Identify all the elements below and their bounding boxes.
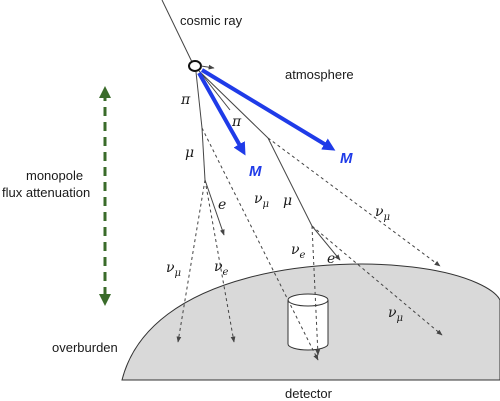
cosmic-ray-label: cosmic ray (180, 13, 243, 28)
monopole-label-2: M (340, 150, 353, 167)
nu-mu-label-2: νμ (375, 204, 390, 223)
overburden-label: overburden (52, 340, 118, 355)
pion-label-1: π (180, 92, 191, 108)
monopole-track-2 (200, 68, 336, 151)
pion-track-2 (198, 70, 269, 139)
interaction-vertex (188, 60, 202, 72)
detector-label: detector (285, 386, 333, 401)
nu-mu-label-1: νμ (254, 191, 269, 210)
nu-mu-label-3: νμ (166, 260, 181, 279)
nu-e-label-1: νe (214, 259, 229, 278)
detector-cylinder (287, 293, 329, 351)
nu-e-label-2: νe (291, 242, 306, 261)
atmosphere-label: atmosphere (285, 67, 354, 82)
muon-track-1 (201, 127, 206, 181)
flux-attenuation-label: flux attenuation (2, 185, 90, 200)
electron-label-2: e (327, 251, 335, 267)
recoil-track (200, 64, 215, 70)
monopole-label-1: M (249, 163, 262, 180)
muon-label-1: μ (185, 145, 194, 161)
electron-track-1 (204, 179, 225, 236)
cosmic-ray-track (161, 0, 193, 63)
electron-track-2 (311, 225, 341, 261)
nu-mu-label-4: νμ (388, 305, 403, 324)
monopole-label: monopole (26, 168, 83, 183)
pion-track-1 (195, 71, 203, 129)
monopole-track-1 (197, 72, 246, 156)
pion-track-3 (199, 71, 231, 111)
nu-mu-track-3 (311, 225, 443, 336)
pion-label-2: π (231, 114, 242, 130)
electron-label-1: e (218, 197, 226, 213)
muon-track-2 (267, 137, 313, 227)
nu-mu-track-pi1 (201, 127, 319, 361)
muon-label-2: μ (283, 193, 292, 209)
